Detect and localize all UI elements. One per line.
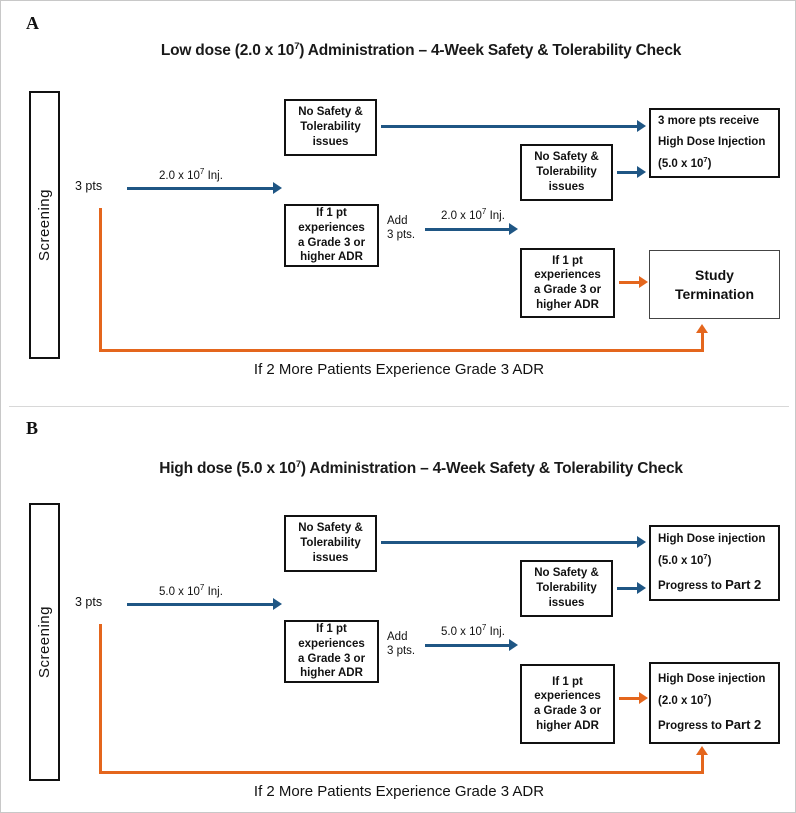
arrow-no-issues-1-line	[381, 541, 639, 544]
box-line: higher ADR	[300, 251, 363, 264]
box-line: a Grade 3 or	[297, 236, 366, 249]
panel-a-letter: A	[26, 13, 39, 33]
box-line: If 1 pt	[316, 207, 347, 220]
box-line: higher ADR	[300, 667, 363, 680]
screening-box: Screening	[29, 503, 60, 781]
panel-a-title: Low dose (2.0 x 107) Administration – 4-…	[160, 41, 682, 60]
box-line: issues	[312, 135, 349, 148]
arrow-injection-2-line	[425, 228, 511, 231]
box-line: issues	[548, 180, 585, 193]
arrow-injection-1-head	[273, 598, 282, 610]
box-line: higher ADR	[536, 298, 599, 311]
box-line: higher ADR	[536, 719, 599, 732]
panel-b-title: High dose (5.0 x 107) Administration – 4…	[159, 459, 683, 478]
box-line: experiences	[534, 269, 601, 282]
box-line: No Safety &	[534, 567, 599, 580]
box-outcome-bottom: High Dose injection(2.0 x 107)Progress t…	[649, 662, 780, 744]
arrow-injection-1-line	[127, 603, 275, 606]
arrow-no-issues-2-head	[637, 166, 646, 178]
add-patients-line2: 3 pts.	[387, 229, 416, 241]
feedback-path-horizontal	[99, 771, 704, 774]
add-patients-line2: 3 pts.	[387, 645, 416, 657]
injection-2-label: 2.0 x 107 Inj.	[441, 207, 505, 222]
arrow-injection-2-head	[509, 639, 518, 651]
arrow-grade3-2-line	[619, 697, 641, 700]
box-line: No Safety &	[534, 151, 599, 164]
box-line: Tolerability	[300, 121, 361, 134]
arrow-grade3-2-line	[619, 281, 641, 284]
arrow-no-issues-1-head	[637, 120, 646, 132]
screening-box: Screening	[29, 91, 60, 359]
box-line: No Safety &	[298, 106, 363, 119]
arrow-injection-2-line	[425, 644, 511, 647]
box-line: Tolerability	[536, 582, 597, 595]
panel-b-letter: B	[26, 418, 39, 438]
box-line: experiences	[298, 221, 365, 234]
feedback-path-horizontal	[99, 349, 704, 352]
box-line: No Safety &	[298, 522, 363, 535]
arrow-no-issues-2-head	[637, 582, 646, 594]
feedback-path-vertical	[99, 624, 102, 774]
box-no-issues-1: No Safety & Tolerability issues	[284, 99, 377, 156]
arrow-no-issues-2-line	[617, 171, 639, 174]
start-patients-label: 3 pts	[75, 179, 103, 193]
start-patients-label: 3 pts	[75, 595, 103, 609]
box-line: a Grade 3 or	[297, 652, 366, 665]
arrow-no-issues-1-line	[381, 125, 639, 128]
arrow-injection-1-head	[273, 182, 282, 194]
panel-a-bottom-label: If 2 More Patients Experience Grade 3 AD…	[253, 361, 545, 378]
box-line: experiences	[298, 637, 365, 650]
box-outcome-top: High Dose injection(5.0 x 107)Progress t…	[649, 525, 780, 601]
arrow-injection-2-head	[509, 223, 518, 235]
panel-b: B High dose (5.0 x 107) Administration –…	[1, 407, 795, 812]
add-patients-line1: Add	[387, 215, 408, 227]
box-line: issues	[548, 596, 585, 609]
box-line: experiences	[534, 690, 601, 703]
box-line: If 1 pt	[316, 623, 347, 636]
box-no-issues-1: No Safety & Tolerability issues	[284, 515, 377, 572]
feedback-path-riser	[701, 755, 704, 774]
box-grade3-1: If 1 pt experiences a Grade 3 or higher …	[284, 620, 379, 683]
box-grade3-2: If 1 pt experiences a Grade 3 or higher …	[520, 664, 615, 744]
injection-2-label: 5.0 x 107 Inj.	[441, 623, 505, 638]
box-grade3-2: If 1 pt experiences a Grade 3 or higher …	[520, 248, 615, 318]
box-line: Tolerability	[536, 166, 597, 179]
arrow-no-issues-1-head	[637, 536, 646, 548]
screening-label: Screening	[35, 188, 53, 262]
arrow-grade3-2-head	[639, 276, 648, 288]
box-line: a Grade 3 or	[533, 284, 602, 296]
feedback-path-arrowhead	[696, 746, 708, 755]
box-no-issues-2: No Safety & Tolerability issues	[520, 560, 613, 617]
feedback-path-riser	[701, 333, 704, 352]
arrow-no-issues-2-line	[617, 587, 639, 590]
injection-1-label: 5.0 x 107 Inj.	[159, 583, 223, 598]
box-no-issues-2: No Safety & Tolerability issues	[520, 144, 613, 201]
panel-divider	[9, 406, 789, 407]
arrow-injection-1-line	[127, 187, 275, 190]
injection-1-label: 2.0 x 107 Inj.	[159, 167, 223, 182]
feedback-path-arrowhead	[696, 324, 708, 333]
panel-b-bottom-label: If 2 More Patients Experience Grade 3 AD…	[253, 783, 545, 800]
feedback-path-vertical	[99, 208, 102, 352]
box-line: issues	[312, 551, 349, 564]
box-line: If 1 pt	[552, 254, 583, 267]
panel-a: A Low dose (2.0 x 107) Administration – …	[1, 1, 795, 407]
arrow-grade3-2-head	[639, 692, 648, 704]
box-line: Tolerability	[300, 537, 361, 550]
add-patients-line1: Add	[387, 631, 408, 643]
box-line: If 1 pt	[552, 675, 583, 688]
box-grade3-1: If 1 pt experiences a Grade 3 or higher …	[284, 204, 379, 267]
screening-label: Screening	[35, 605, 53, 679]
box-line: a Grade 3 or	[533, 705, 602, 717]
